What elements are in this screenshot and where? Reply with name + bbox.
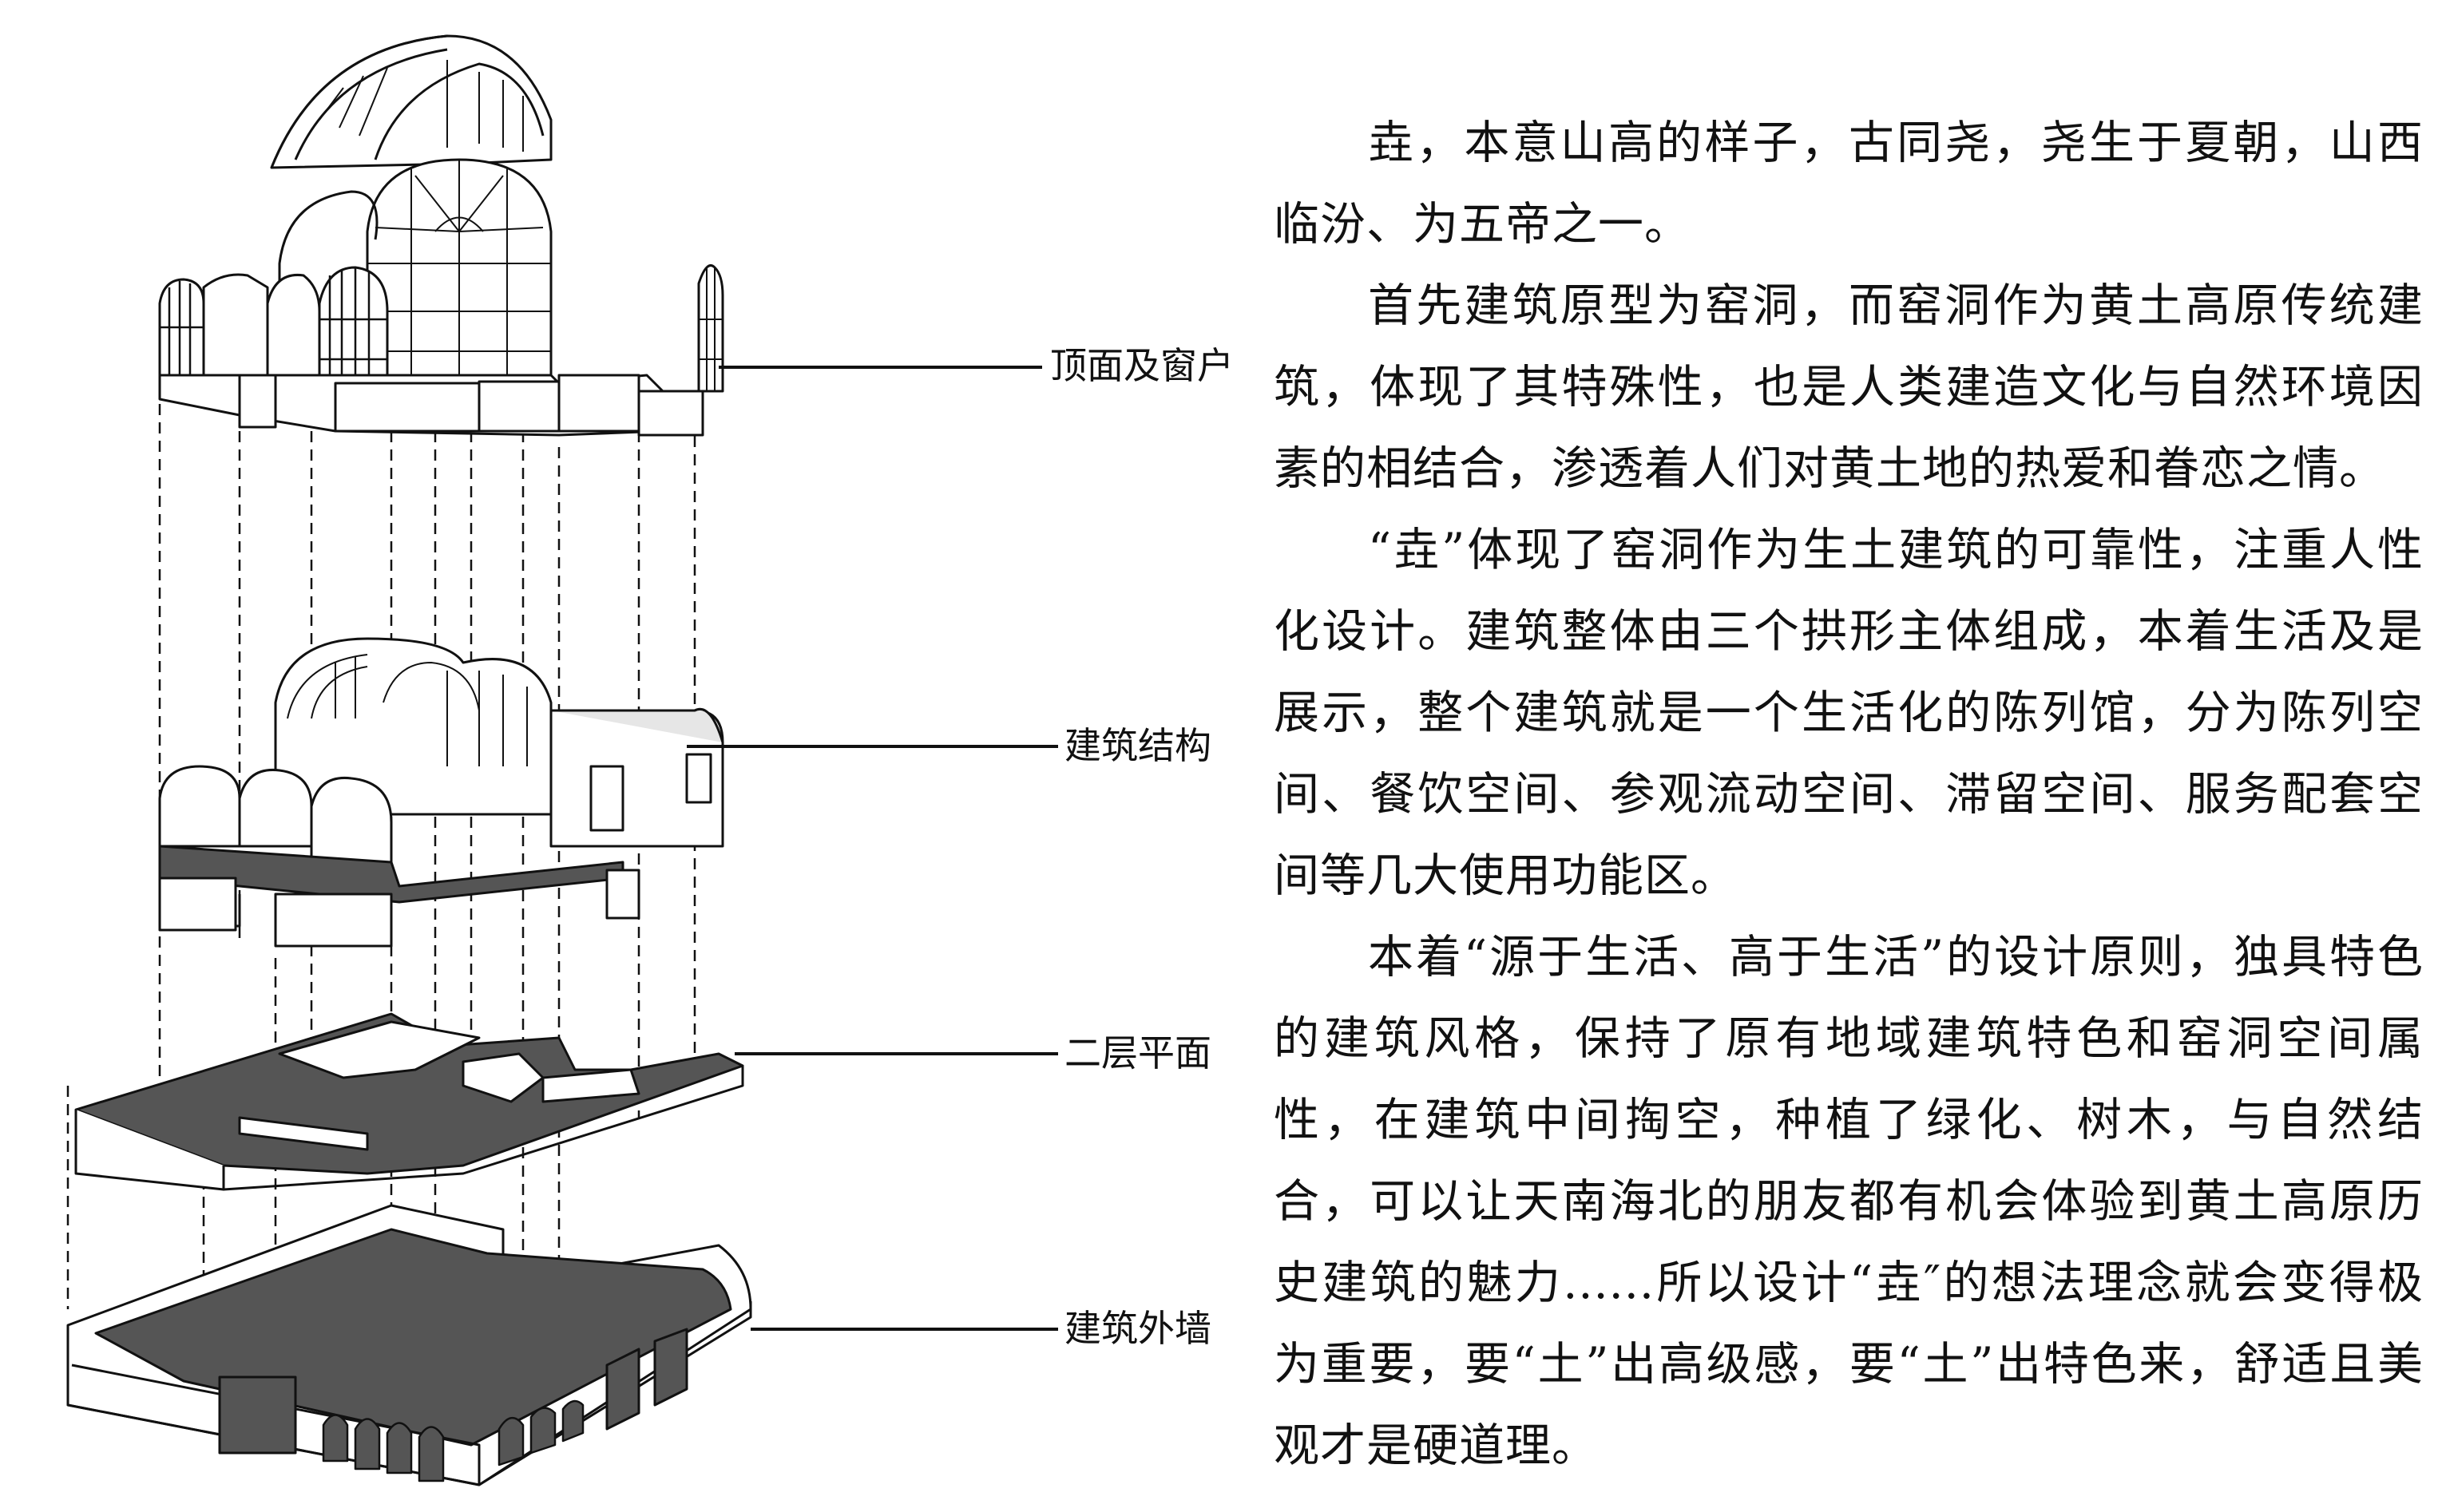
label-second-floor: 二层平面 [1064, 1031, 1211, 1075]
paragraph-1: 垚，本意山高的样子，古同尧，尧生于夏朝，山西临汾、为五帝之一。 [1274, 117, 2424, 251]
second-floor-layer [74, 1012, 744, 1191]
label-structure: 建筑结构 [1064, 724, 1211, 767]
description-text: 垚，本意山高的样子，古同尧，尧生于夏朝，山西临汾、为五帝之一。 首先建筑原型为窑… [1274, 102, 2424, 1486]
exploded-axonometric-diagram [66, 34, 1058, 1486]
structure-layer [158, 637, 724, 948]
paragraph-3: “垚”体现了窑洞作为生土建筑的可靠性，注重人性化设计。建筑整体由三个拱形主体组成… [1274, 524, 2424, 902]
outer-wall-layer [66, 1204, 752, 1486]
label-outer-wall: 建筑外墙 [1064, 1307, 1211, 1350]
label-roof-windows: 顶面及窗户 [1050, 344, 1234, 387]
paragraph-4: 本着“源于生活、高于生活”的设计原则，独具特色的建筑风格，保持了原有地域建筑特色… [1274, 931, 2424, 1472]
leader-lines [687, 366, 1058, 1331]
paragraph-2: 首先建筑原型为窑洞，而窑洞作为黄土高原传统建筑，体现了其特殊性，也是人类建造文化… [1274, 279, 2424, 495]
roof-windows-layer [158, 34, 724, 437]
